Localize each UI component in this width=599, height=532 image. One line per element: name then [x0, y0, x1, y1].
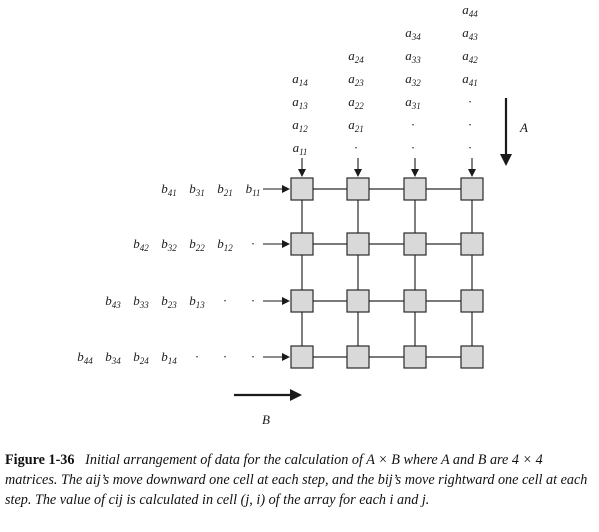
a-entry-col2-3: a22	[348, 94, 364, 111]
processor-cell-3-2	[346, 289, 370, 313]
a-entry-col4-4: a41	[462, 71, 478, 88]
input-arrows	[263, 158, 476, 361]
a-entry-col3-2: ·	[411, 117, 415, 132]
a-entry-col3-6: a34	[405, 25, 421, 42]
processor-cell-1-2	[346, 177, 370, 201]
a-flow-label: A	[519, 120, 528, 135]
processor-cell-3-4	[460, 289, 484, 313]
a-entry-col4-5: a42	[462, 48, 478, 65]
processor-cell-2-4	[460, 232, 484, 256]
b-entry-row4-1: b44	[77, 349, 93, 366]
b-entry-row2-5: ·	[251, 236, 255, 251]
b-entry-row4-5: ·	[195, 349, 199, 364]
a-entry-col3-3: a31	[405, 94, 421, 111]
figure-caption-text: Initial arrangement of data for the calc…	[5, 452, 588, 508]
b-flow-label: B	[262, 412, 270, 427]
a-entry-col4-2: ·	[468, 117, 472, 132]
a-entry-col2-1: ·	[354, 140, 358, 155]
grid-wires	[301, 188, 473, 358]
a-entry-col4-6: a43	[462, 25, 478, 42]
b-entry-row4-7: ·	[251, 349, 255, 364]
b-entry-row3-5: ·	[223, 293, 227, 308]
b-entry-row1-2: b31	[189, 181, 205, 198]
b-entry-row1-3: b21	[217, 181, 233, 198]
processor-cell-2-3	[403, 232, 427, 256]
b-entry-row3-1: b43	[105, 293, 121, 310]
a-entry-col2-4: a23	[348, 71, 364, 88]
b-entry-row3-6: ·	[251, 293, 255, 308]
a-entry-col1-4: a14	[292, 71, 308, 88]
a-entry-col2-5: a24	[348, 48, 364, 65]
b-entry-row2-2: b32	[161, 236, 177, 253]
b-entry-row2-4: b12	[217, 236, 233, 253]
processor-cell-4-1	[290, 345, 314, 369]
processor-cell-2-2	[346, 232, 370, 256]
b-entry-row2-3: b22	[189, 236, 205, 253]
processor-cell-4-2	[346, 345, 370, 369]
matrix-b-input-rows: b41 b31 b21 b11 b42 b32 b22 b12 · b43 b33 b23 b13 · · b…	[77, 181, 260, 366]
b-entry-row3-4: b13	[189, 293, 205, 310]
processor-grid	[290, 177, 484, 369]
processor-cell-1-4	[460, 177, 484, 201]
systolic-array-diagram: a11 a12 a13 a14 · a21 a22 a23 a24 · · a31 a32 a33 a34 ·…	[77, 2, 528, 427]
processor-cell-4-4	[460, 345, 484, 369]
b-entry-row3-2: b33	[133, 293, 149, 310]
processor-cell-1-1	[290, 177, 314, 201]
a-entry-col1-3: a13	[292, 94, 308, 111]
b-entry-row3-3: b23	[161, 293, 177, 310]
b-entry-row1-1: b41	[161, 181, 177, 198]
processor-cell-1-3	[403, 177, 427, 201]
a-entry-col2-2: a21	[348, 117, 364, 134]
b-entry-row1-4: b11	[246, 181, 261, 198]
processor-cell-3-3	[403, 289, 427, 313]
figure-caption: Figure 1-36 Initial arrangement of data …	[5, 450, 595, 510]
a-entry-col3-5: a33	[405, 48, 421, 65]
a-entry-col1-1: a11	[293, 140, 308, 157]
a-entry-col4-1: ·	[468, 140, 472, 155]
b-entry-row2-1: b42	[133, 236, 149, 253]
processor-cell-3-1	[290, 289, 314, 313]
a-entry-col3-1: ·	[411, 140, 415, 155]
processor-cell-4-3	[403, 345, 427, 369]
matrix-a-input-columns: a11 a12 a13 a14 · a21 a22 a23 a24 · · a31 a32 a33 a34 ·…	[292, 2, 478, 157]
b-entry-row4-2: b34	[105, 349, 121, 366]
a-entry-col1-2: a12	[292, 117, 308, 134]
b-entry-row4-3: b24	[133, 349, 149, 366]
figure-label: Figure 1-36	[5, 452, 75, 468]
processor-cell-2-1	[290, 232, 314, 256]
a-entry-col4-3: ·	[468, 94, 472, 109]
a-entry-col3-4: a32	[405, 71, 421, 88]
b-entry-row4-6: ·	[223, 349, 227, 364]
a-entry-col4-7: a44	[462, 2, 478, 19]
b-entry-row4-4: b14	[161, 349, 177, 366]
